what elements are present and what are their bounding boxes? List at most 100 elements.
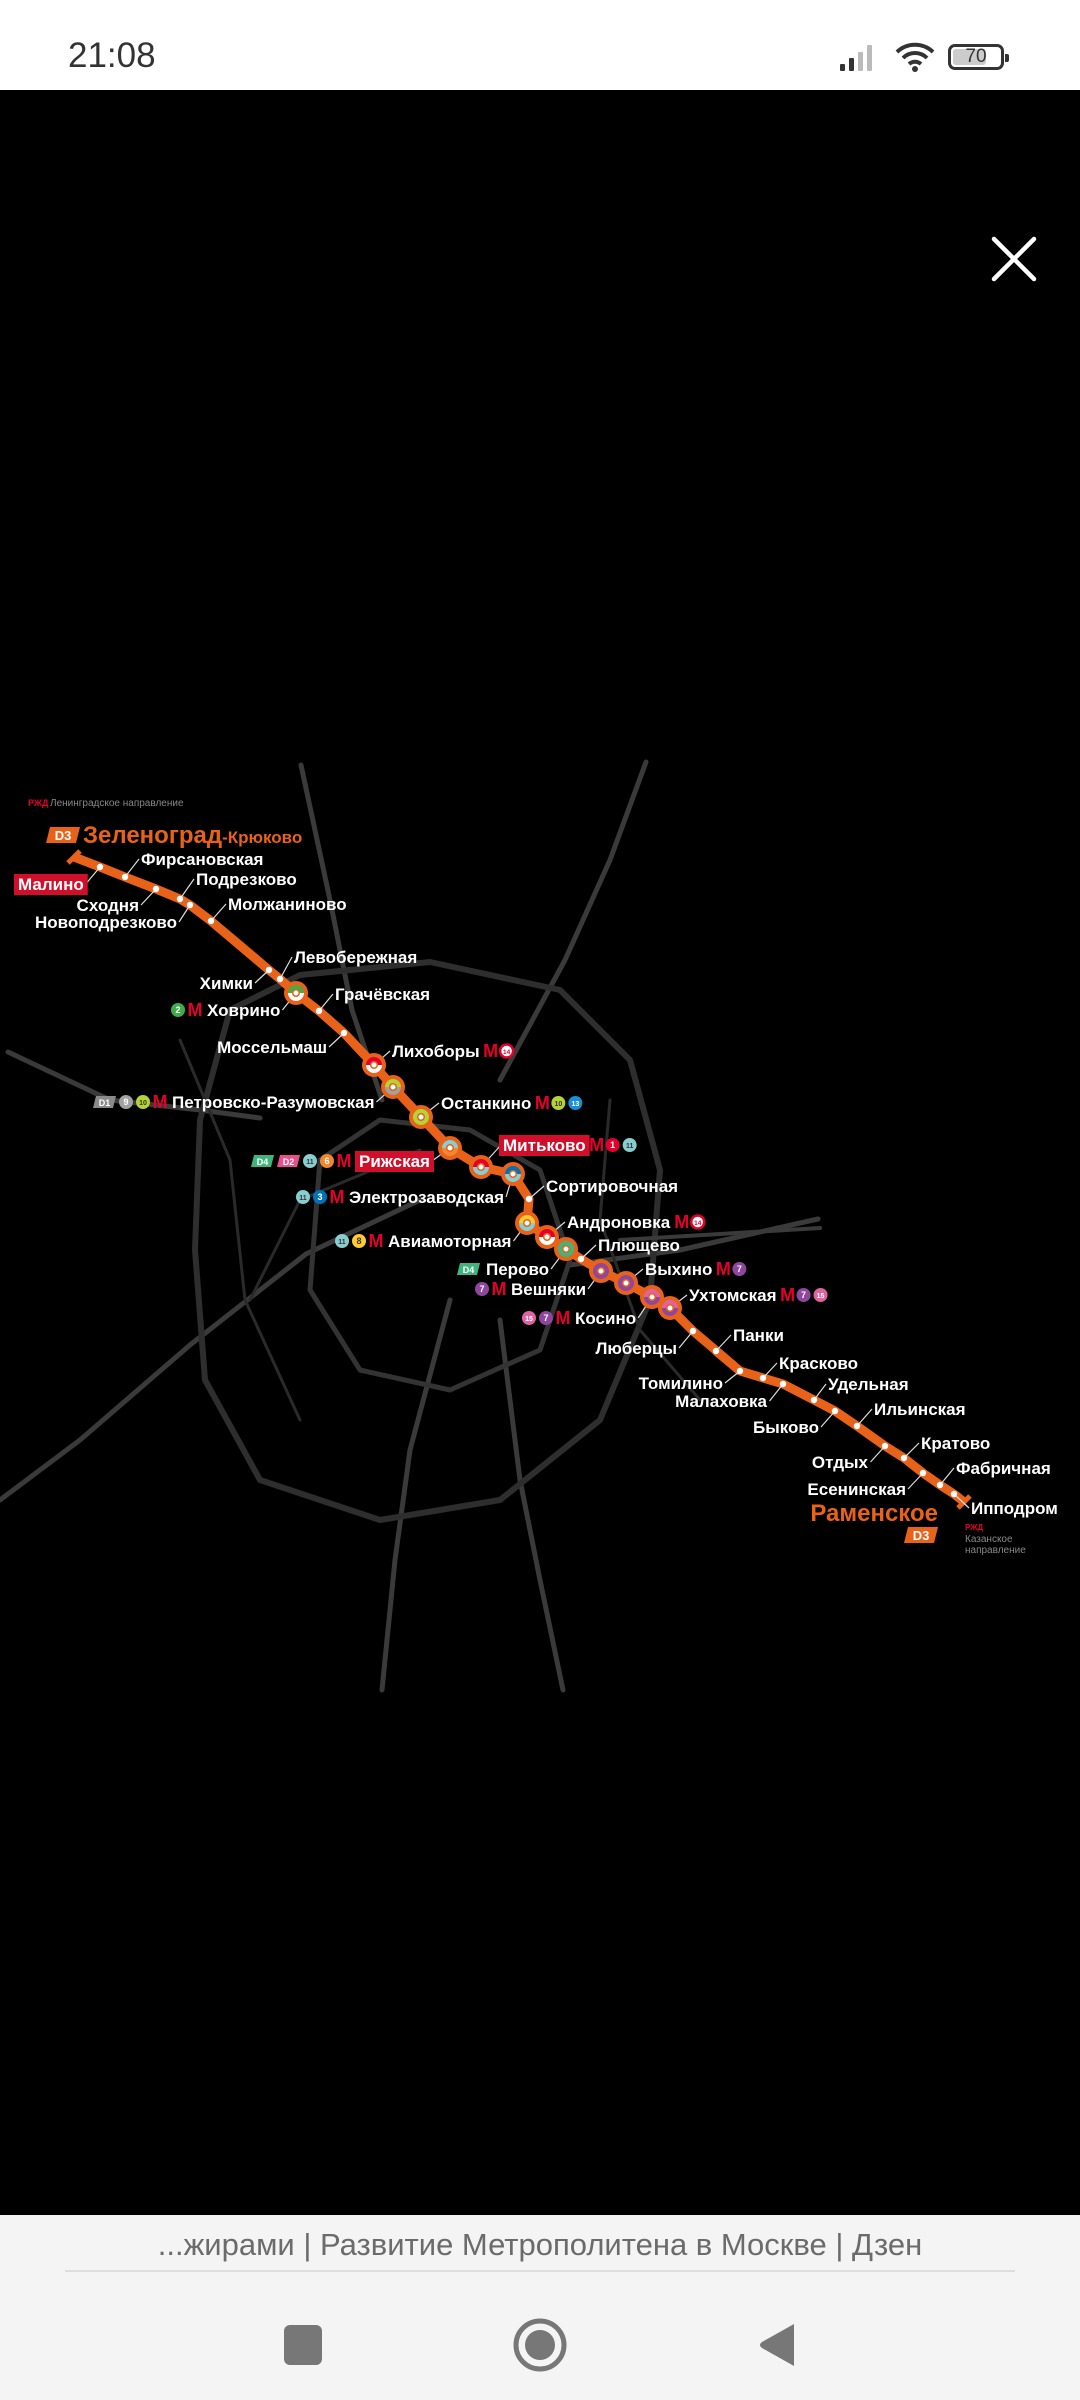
station-label: Новоподрезково <box>35 913 177 932</box>
station-label: Томилино <box>639 1374 723 1393</box>
station-label: Есенинская <box>807 1480 906 1499</box>
north-terminus-main: Зеленоград <box>83 822 222 849</box>
station-label: Петровско-Разумовская <box>172 1093 375 1112</box>
metro-line-badge-label: 7 <box>543 1313 548 1323</box>
metro-logo-icon: M <box>556 1308 571 1328</box>
station-label-group: Есенинская <box>807 1480 906 1499</box>
recents-button[interactable] <box>273 2315 333 2375</box>
station-leader-line <box>124 858 140 878</box>
station-leader-line <box>328 1032 345 1048</box>
close-button[interactable] <box>990 235 1038 283</box>
station-label-group: Малино <box>14 874 88 895</box>
station-leader-line <box>953 1493 970 1509</box>
station-label-group: Грачёвская <box>335 985 430 1004</box>
station-dot <box>371 1062 377 1068</box>
metro-line-badge-label: 11 <box>306 1159 314 1166</box>
station-label: Малино <box>18 875 84 894</box>
station-dot <box>340 1029 348 1037</box>
station-dot <box>950 1490 958 1498</box>
station-dot <box>779 1380 787 1388</box>
north-terminus-suffix: -Крюково <box>222 828 302 847</box>
d-line-badge <box>93 1096 116 1108</box>
transit-map[interactable]: МалиноФирсановскаяСходняПодрезковоНовопо… <box>0 90 1080 2215</box>
station-label: Выхино <box>645 1260 712 1279</box>
metro-logo-icon: M <box>188 1000 203 1020</box>
metro-line-badge <box>539 1311 553 1325</box>
station-highlight-box <box>355 1151 434 1172</box>
station-dot <box>810 1396 818 1404</box>
station-leader-line <box>85 866 101 885</box>
metro-line-badge-label: 3 <box>317 1192 322 1202</box>
north-direction-label: Ленинградское направление <box>50 798 184 809</box>
metro-line-badge <box>352 1234 366 1248</box>
station-label: Останкино <box>441 1094 531 1113</box>
status-bar: 21:08 70 <box>0 0 1080 90</box>
station-dot <box>447 1145 453 1151</box>
metro-line-badge <box>313 1190 327 1204</box>
station-dot <box>689 1327 697 1335</box>
station-label-group: Люберцы <box>595 1339 677 1358</box>
station-dot <box>623 1280 629 1286</box>
station-label-group: Томилино <box>639 1374 723 1393</box>
d3-badge-south-label: D3 <box>913 1528 930 1543</box>
background-line <box>497 759 649 1083</box>
back-button[interactable] <box>748 2315 808 2375</box>
battery-level: 70 <box>965 46 987 67</box>
d-line-badge-label: D1 <box>99 1098 111 1108</box>
image-caption[interactable]: ...жирами | Развитие Метрополитена в Мос… <box>157 2227 923 2262</box>
d-line-badge <box>277 1155 300 1167</box>
station-leader-line <box>528 1185 545 1200</box>
station-label: Ховрино <box>207 1001 280 1020</box>
metro-line-badge <box>551 1096 566 1110</box>
metro-logo-icon: M <box>674 1212 689 1232</box>
station-label-group: Быково <box>753 1418 819 1437</box>
south-direction-line1: Казанское <box>965 1534 1013 1545</box>
station-label-group: Фирсановская <box>141 850 263 869</box>
d3-badge-south <box>904 1527 938 1543</box>
station-leader-line <box>856 1408 873 1427</box>
station-label-group: Панки <box>733 1326 784 1345</box>
station-label-group: Фабричная <box>956 1459 1051 1478</box>
metro-line-badge <box>475 1282 489 1296</box>
home-icon <box>513 2318 567 2372</box>
station-dot <box>186 901 194 909</box>
station-leader-line <box>907 1472 924 1490</box>
station-label: Андроновка <box>567 1213 671 1232</box>
background-line <box>5 1049 263 1121</box>
station-dot <box>712 1347 720 1355</box>
station-dot <box>265 966 273 974</box>
d3-badge-north-label: D3 <box>55 828 72 843</box>
status-icons: 70 <box>838 40 1009 74</box>
north-header: РЖД Ленинградское направление D3 Зеленог… <box>28 798 302 849</box>
station-dot <box>418 1114 424 1120</box>
home-button[interactable] <box>510 2315 570 2375</box>
metro-logo-icon: M <box>153 1092 168 1112</box>
metro-line-badge-label: 7 <box>479 1284 484 1294</box>
d-line-badge-label: D2 <box>283 1157 295 1167</box>
station-leader-line <box>715 1334 732 1352</box>
station-label: Косино <box>575 1309 636 1328</box>
station-label: Сортировочная <box>546 1177 678 1196</box>
station-dot <box>563 1246 569 1252</box>
station-leader-line <box>813 1383 827 1401</box>
mcc-badge-icon <box>689 1214 706 1230</box>
bottom-panel: ...жирами | Развитие Метрополитена в Мос… <box>0 2215 1080 2400</box>
metro-line-badge <box>813 1288 828 1302</box>
station-label: Фабричная <box>956 1459 1051 1478</box>
station-dot <box>544 1234 550 1240</box>
station-label: Молжаниново <box>228 895 347 914</box>
battery-icon: 70 <box>948 44 1009 70</box>
station-label: Ильинская <box>874 1400 966 1419</box>
metro-line-badge-label: 11 <box>299 1195 307 1202</box>
background-line <box>618 1226 822 1242</box>
station-dot <box>293 990 299 996</box>
station-label-group: Отдых <box>812 1453 869 1472</box>
d-line-badge-label: D4 <box>257 1157 269 1167</box>
station-label: Лихоборы <box>392 1042 480 1061</box>
